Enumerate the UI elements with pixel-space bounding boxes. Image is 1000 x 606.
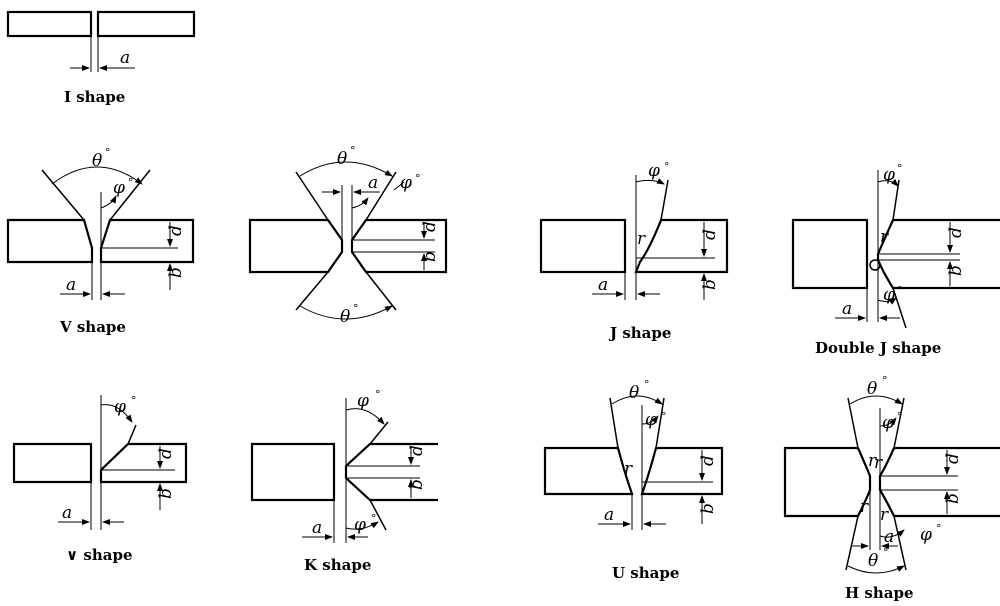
u-root-symbol: b bbox=[698, 503, 718, 514]
k-phi-bottom-degree: ° bbox=[371, 512, 377, 525]
i-gap-symbol: a bbox=[120, 48, 130, 68]
h-radius-top-right-symbol: r bbox=[874, 453, 883, 473]
u-phi-symbol: φ bbox=[645, 410, 657, 430]
j-radius-symbol: r bbox=[637, 229, 646, 249]
v-theta-symbol: θ bbox=[92, 151, 102, 171]
x-theta-bottom-symbol: θ bbox=[340, 307, 350, 327]
h-depth-symbol: d bbox=[943, 453, 963, 464]
bevel-phi-symbol: φ bbox=[114, 397, 126, 417]
u-theta-symbol: θ bbox=[629, 383, 639, 403]
u-phi-degree: ° bbox=[661, 410, 667, 423]
k-phi-top-degree: ° bbox=[375, 388, 381, 401]
v-root-symbol: b bbox=[166, 267, 186, 278]
i-shape-joint: a I shape bbox=[6, 10, 196, 106]
x-gap-symbol: a bbox=[368, 173, 378, 193]
u-depth-symbol: d bbox=[698, 455, 718, 466]
double-j-shape-label: Double J shape bbox=[815, 339, 941, 357]
h-phi-bottom-degree: ° bbox=[936, 522, 942, 535]
k-depth-symbol: d bbox=[407, 445, 427, 456]
k-root-symbol: b bbox=[407, 479, 427, 490]
u-theta-degree: ° bbox=[644, 378, 650, 391]
dj-gap-symbol: a bbox=[842, 299, 852, 319]
x-phi-symbol: φ bbox=[400, 173, 412, 193]
v-phi-degree: ° bbox=[128, 176, 134, 189]
v-shape-label: V shape bbox=[59, 318, 126, 336]
v-shape-joint: θ ° φ ° d b a V shape bbox=[6, 146, 195, 336]
x-depth-symbol: d bbox=[420, 221, 440, 232]
h-shape-joint: θ ° θ ° φ ° r r r r d b a φ ° H shape bbox=[783, 374, 1000, 602]
bevel-root-symbol: b bbox=[156, 488, 176, 499]
v-phi-symbol: φ bbox=[113, 178, 125, 198]
x-theta-bottom-degree: ° bbox=[353, 302, 359, 315]
v-depth-symbol: d bbox=[166, 225, 186, 236]
h-root-symbol: b bbox=[943, 493, 963, 504]
h-shape-label: H shape bbox=[845, 584, 914, 602]
j-shape-joint: φ ° r d b a J shape bbox=[539, 160, 729, 342]
k-phi-top-symbol: φ bbox=[357, 391, 369, 411]
dj-root-symbol: b bbox=[946, 265, 966, 276]
x-phi-degree: ° bbox=[415, 172, 421, 185]
double-j-shape-joint: φ ° φ ° r d b a Double J shape bbox=[791, 162, 1000, 357]
bevel-shape-joint: φ ° d b a ∨ shape bbox=[12, 394, 188, 564]
x-theta-top-symbol: θ bbox=[337, 149, 347, 169]
x-shape-joint: θ ° θ ° a φ ° d b bbox=[248, 144, 448, 327]
k-shape-label: K shape bbox=[304, 556, 371, 574]
h-phi-bottom-symbol: φ bbox=[920, 525, 932, 545]
dj-phi-bottom-degree: ° bbox=[897, 284, 903, 297]
h-phi-top-symbol: φ bbox=[882, 413, 894, 433]
j-phi-symbol: φ bbox=[648, 161, 660, 181]
dj-phi-top-symbol: φ bbox=[883, 165, 895, 185]
j-shape-label: J shape bbox=[608, 324, 671, 342]
k-phi-bottom-symbol: φ bbox=[354, 515, 366, 535]
i-shape-label: I shape bbox=[64, 88, 125, 106]
k-shape-joint: φ ° φ ° d b a K shape bbox=[250, 388, 438, 574]
j-gap-symbol: a bbox=[598, 275, 608, 295]
bevel-gap-symbol: a bbox=[62, 503, 72, 523]
u-shape-joint: θ ° φ ° r d b a U shape bbox=[543, 378, 724, 582]
h-theta-top-degree: ° bbox=[882, 374, 888, 387]
v-theta-degree: ° bbox=[105, 146, 111, 159]
dj-radius-top-symbol: r bbox=[880, 227, 889, 247]
u-shape-label: U shape bbox=[612, 564, 679, 582]
bevel-depth-symbol: d bbox=[156, 448, 176, 459]
h-radius-top-symbol: r bbox=[868, 451, 877, 471]
v-gap-symbol: a bbox=[66, 275, 76, 295]
h-theta-top-symbol: θ bbox=[867, 379, 877, 399]
h-theta-bottom-symbol: θ bbox=[868, 551, 878, 571]
h-phi-top-degree: ° bbox=[897, 410, 903, 423]
u-gap-symbol: a bbox=[604, 505, 614, 525]
j-root-symbol: b bbox=[700, 279, 720, 290]
u-radius-symbol: r bbox=[624, 459, 633, 479]
j-depth-symbol: d bbox=[700, 229, 720, 240]
dj-depth-symbol: d bbox=[946, 227, 966, 238]
dj-phi-top-degree: ° bbox=[897, 162, 903, 175]
h-radius-bottom-symbol: r bbox=[860, 497, 869, 517]
dj-phi-bottom-symbol: φ bbox=[883, 285, 895, 305]
bevel-shape-label: ∨ shape bbox=[66, 546, 133, 564]
k-gap-symbol: a bbox=[312, 518, 322, 538]
x-theta-top-degree: ° bbox=[350, 144, 356, 157]
h-radius-bottom-right-symbol: r bbox=[880, 505, 889, 525]
h-theta-bottom-degree: ° bbox=[883, 546, 889, 559]
x-root-symbol: b bbox=[420, 251, 440, 262]
bevel-phi-degree: ° bbox=[131, 394, 137, 407]
j-phi-degree: ° bbox=[664, 160, 670, 173]
